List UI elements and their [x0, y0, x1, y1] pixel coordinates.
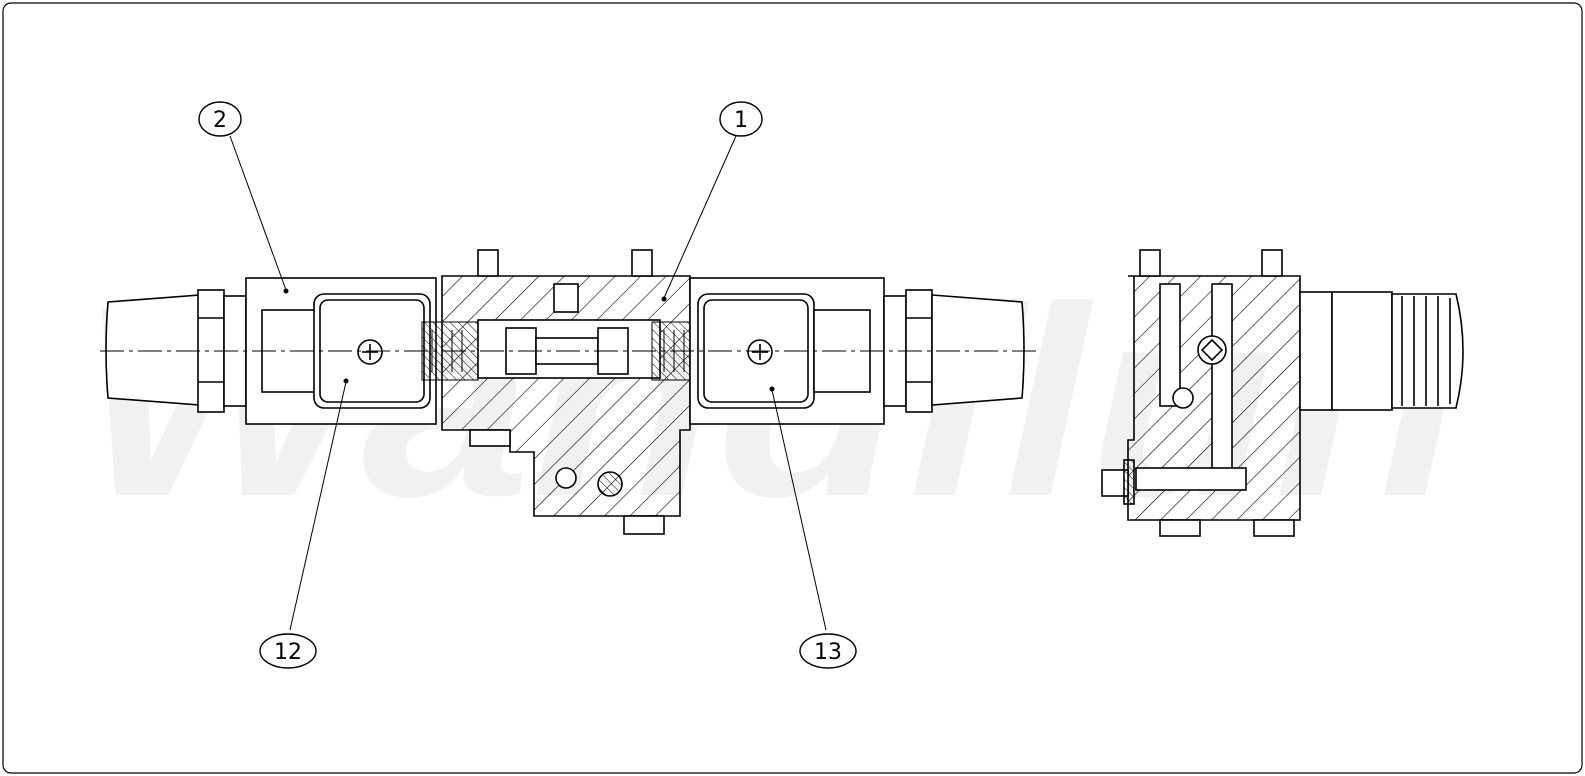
- callout-13: 13: [799, 633, 857, 669]
- right-coil-screw-icon: [747, 339, 773, 365]
- callout-label: 13: [814, 640, 842, 665]
- right-override-cap: [931, 294, 1025, 406]
- callout-label: 2: [213, 108, 227, 133]
- callout-12: 12: [259, 633, 317, 669]
- left-override-cap: [105, 294, 201, 406]
- leader-lines: [229, 135, 827, 631]
- main-valve-view: [100, 249, 1036, 535]
- callout-2: 2: [198, 101, 242, 137]
- callout-1: 1: [719, 101, 763, 137]
- side-view: [1101, 249, 1464, 537]
- left-coil-screw-icon: [357, 339, 383, 365]
- callout-label: 1: [734, 108, 748, 133]
- side-connector: [1299, 291, 1333, 411]
- side-connector-grip: [1391, 293, 1464, 409]
- body-stud: [477, 249, 499, 277]
- body-stud: [631, 249, 653, 277]
- callout-label: 12: [274, 640, 302, 665]
